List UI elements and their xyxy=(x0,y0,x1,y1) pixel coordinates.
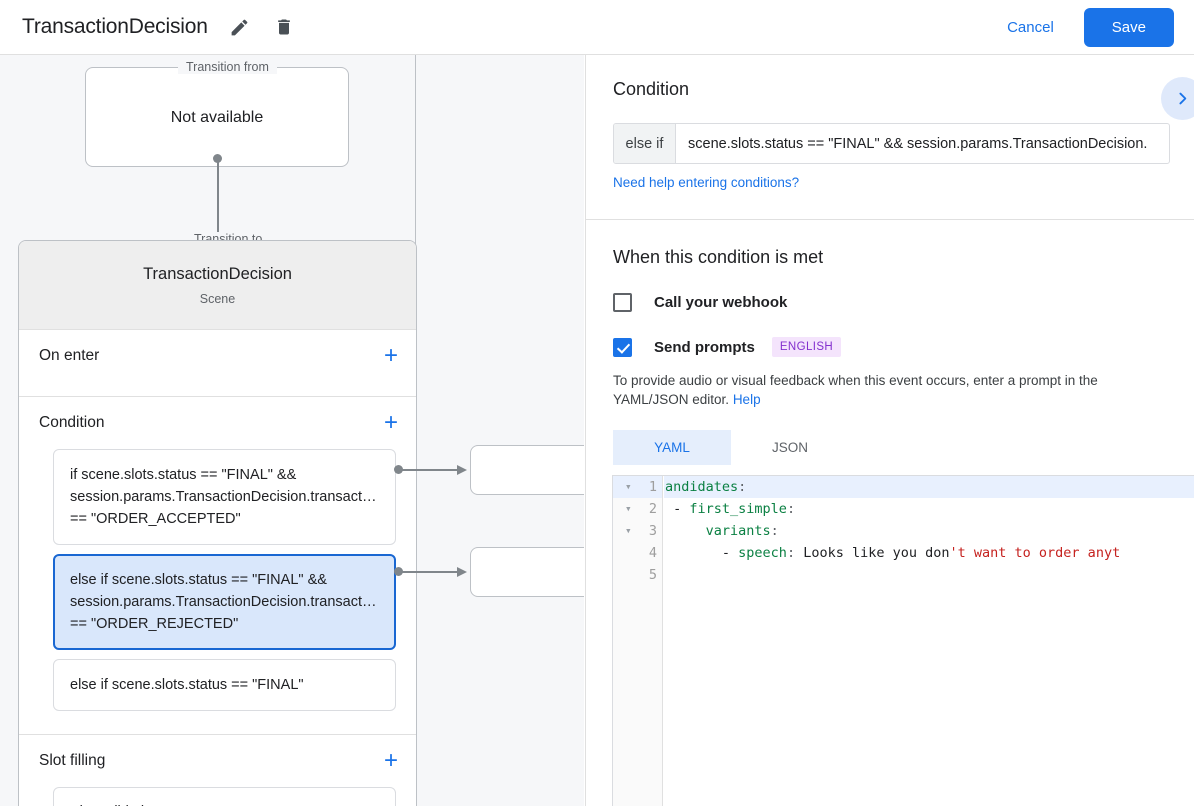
editor-format-tabs: YAML JSON xyxy=(613,430,1167,465)
cancel-button[interactable]: Cancel xyxy=(993,10,1068,45)
yaml-code-editor[interactable]: ▾1 ▾2 ▾3 4 5 andidates: - first_simple: … xyxy=(612,475,1194,806)
section-title-condition: Condition xyxy=(39,414,105,431)
connector-dot xyxy=(394,567,403,576)
condition-heading: Condition xyxy=(613,79,690,99)
need-help-conditions-link[interactable]: Need help entering conditions? xyxy=(613,175,800,190)
connector-line xyxy=(399,571,459,573)
condition-prefix-label: else if xyxy=(614,124,676,163)
pencil-icon[interactable] xyxy=(228,15,252,39)
top-bar: TransactionDecision Cancel Save xyxy=(0,0,1194,55)
connector-arrow-head xyxy=(457,567,467,577)
code-token: variants xyxy=(705,523,771,539)
transition-from-box: Transition from Not available xyxy=(85,60,349,167)
scene-graph-canvas[interactable]: Transition from Not available Transition… xyxy=(0,55,584,806)
help-link[interactable]: Help xyxy=(732,392,761,407)
fold-toggle-icon[interactable]: ▾ xyxy=(625,524,632,537)
transition-from-legend: Transition from xyxy=(178,60,277,74)
call-webhook-label: Call your webhook xyxy=(654,294,788,311)
editor-code-area[interactable]: andidates: - first_simple: variants: - s… xyxy=(664,476,1194,806)
gutter-row: ▾3 xyxy=(613,520,662,542)
line-number: 3 xyxy=(648,523,657,539)
target-node-box[interactable] xyxy=(470,445,584,495)
section-on-enter: On enter + xyxy=(19,330,416,397)
target-node-box[interactable] xyxy=(470,547,584,597)
condition-expression-input[interactable]: scene.slots.status == "FINAL" && session… xyxy=(688,135,1148,152)
code-token: - xyxy=(665,501,690,517)
webhook-row: Call your webhook xyxy=(613,293,1167,312)
section-condition: Condition + if scene.slots.status == "FI… xyxy=(19,397,416,735)
gutter-row: 4 xyxy=(613,542,662,564)
line-number: 1 xyxy=(648,479,657,495)
send-prompts-row: Send prompts ENGLISH xyxy=(613,337,1167,357)
code-token: 't want to order anyt xyxy=(949,545,1121,561)
section-header-on-enter: On enter + xyxy=(19,330,416,382)
topbar-actions: Cancel Save xyxy=(993,7,1194,47)
tab-json[interactable]: JSON xyxy=(771,440,808,455)
code-line[interactable]: variants: xyxy=(664,520,1194,542)
condition-list-item-selected[interactable]: else if scene.slots.status == "FINAL" &&… xyxy=(53,554,396,650)
editor-gutter: ▾1 ▾2 ▾3 4 5 xyxy=(613,476,663,806)
page-title: TransactionDecision xyxy=(22,15,208,38)
chevron-right-icon[interactable] xyxy=(1161,77,1194,120)
line-number: 5 xyxy=(648,567,657,583)
condition-list-item[interactable]: if scene.slots.status == "FINAL" && sess… xyxy=(53,449,396,545)
connector-dot xyxy=(394,465,403,474)
section-title-slot-filling: Slot filling xyxy=(39,752,106,769)
code-token: - xyxy=(665,545,739,561)
code-line[interactable]: - speech: Looks like you don't want to o… xyxy=(664,542,1194,564)
when-condition-met-section: When this condition is met Call your web… xyxy=(586,220,1194,465)
code-line[interactable]: andidates: xyxy=(664,476,1194,498)
call-webhook-checkbox[interactable] xyxy=(613,293,632,312)
scene-type: Scene xyxy=(199,291,236,306)
add-slot-filling-button[interactable]: + xyxy=(383,747,398,774)
arrow-line xyxy=(217,158,219,258)
language-badge: ENGLISH xyxy=(771,337,842,357)
section-header-slot-filling: Slot filling + xyxy=(19,735,416,787)
when-condition-met-heading: When this condition is met xyxy=(613,247,824,267)
add-condition-button[interactable]: + xyxy=(383,409,398,436)
send-prompts-checkbox[interactable] xyxy=(613,337,632,357)
scene-name: TransactionDecision xyxy=(143,264,292,283)
code-token xyxy=(665,523,706,539)
code-token: Looks like you don xyxy=(795,545,950,561)
code-token: first_simple xyxy=(689,501,787,517)
code-line[interactable] xyxy=(664,564,1194,586)
gutter-row: ▾1 xyxy=(613,476,662,498)
connector-line xyxy=(399,469,459,471)
gutter-row: 5 xyxy=(613,564,662,586)
prompt-hint-text: To provide audio or visual feedback when… xyxy=(613,371,1167,409)
add-on-enter-button[interactable]: + xyxy=(383,342,398,369)
gutter-row: ▾2 xyxy=(613,498,662,520)
trash-icon[interactable] xyxy=(272,15,296,39)
section-slot-filling: Slot filling + Slot validation xyxy=(19,735,416,806)
send-prompts-label: Send prompts xyxy=(654,338,755,356)
code-token: : xyxy=(738,479,747,495)
save-button[interactable]: Save xyxy=(1083,7,1174,47)
condition-section: Condition else if scene.slots.status == … xyxy=(586,55,1194,220)
line-number: 4 xyxy=(648,545,657,561)
code-token: : xyxy=(786,545,796,561)
condition-list-item[interactable]: else if scene.slots.status == "FINAL" xyxy=(53,659,396,711)
tab-yaml[interactable]: YAML xyxy=(613,430,731,465)
section-header-condition: Condition + xyxy=(19,397,416,449)
code-token: andidates xyxy=(665,479,739,495)
transition-from-value: Not available xyxy=(170,109,264,126)
code-token: : xyxy=(770,523,779,539)
scene-card: TransactionDecision Scene On enter + Con… xyxy=(18,240,417,806)
line-number: 2 xyxy=(648,501,657,517)
prompt-hint-body: To provide audio or visual feedback when… xyxy=(613,373,1098,407)
code-token: speech xyxy=(738,545,787,561)
condition-input-group[interactable]: else if scene.slots.status == "FINAL" &&… xyxy=(613,123,1170,164)
section-title-on-enter: On enter xyxy=(39,347,100,364)
scene-card-header: TransactionDecision Scene xyxy=(19,241,416,330)
fold-toggle-icon[interactable]: ▾ xyxy=(625,502,632,515)
connector-arrow-head xyxy=(457,465,467,475)
slot-validation-item[interactable]: Slot validation xyxy=(53,787,396,806)
code-line[interactable]: - first_simple: xyxy=(664,498,1194,520)
fold-toggle-icon[interactable]: ▾ xyxy=(625,480,632,493)
code-token: : xyxy=(786,501,796,517)
